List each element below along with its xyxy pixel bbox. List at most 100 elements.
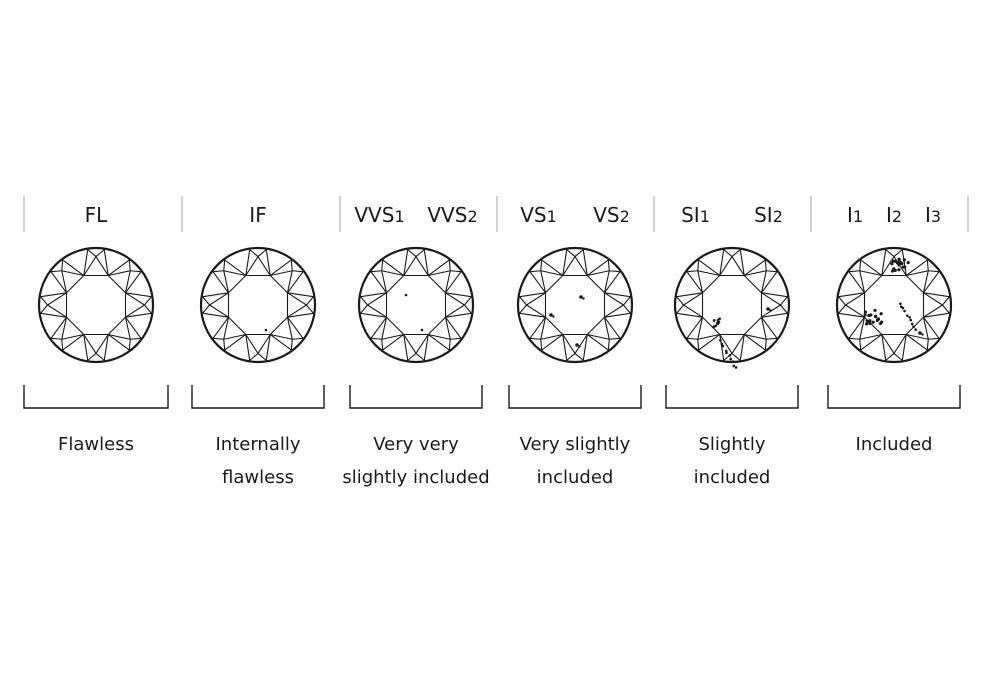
inclusion-dot bbox=[906, 260, 910, 265]
inclusion-dot bbox=[902, 258, 906, 262]
girdle-facet-edge bbox=[448, 259, 451, 271]
kite-facet-edge bbox=[360, 292, 387, 298]
inclusion-heavy-cluster bbox=[863, 308, 884, 326]
girdle-facet-edge bbox=[566, 249, 576, 257]
star-facet-edge bbox=[444, 270, 451, 293]
kite-facet-edge bbox=[761, 312, 788, 318]
kite-facet-edge bbox=[739, 334, 745, 361]
star-facet-edge bbox=[125, 292, 145, 306]
star-facet-edge bbox=[381, 333, 404, 340]
inclusion-pinpoint bbox=[404, 293, 408, 297]
inclusion-dot bbox=[712, 319, 716, 322]
grade-sub: 1 bbox=[853, 207, 863, 226]
star-facet-edge bbox=[47, 292, 67, 306]
kite-facet-edge bbox=[360, 312, 387, 318]
star-facet-edge bbox=[381, 270, 404, 277]
grade-label: VS2 bbox=[593, 203, 630, 227]
star-facet-edge bbox=[287, 292, 307, 306]
star-facet-edge bbox=[604, 304, 624, 318]
kite-facet-edge bbox=[604, 316, 621, 339]
girdle-facet-edge bbox=[686, 270, 698, 273]
star-facet-edge bbox=[270, 333, 293, 340]
girdle-facet-edge bbox=[144, 304, 152, 314]
inclusion-dot bbox=[732, 364, 736, 368]
kite-facet-edge bbox=[125, 316, 142, 339]
clarity-description: Flawless bbox=[58, 434, 134, 455]
girdle-facet-edge bbox=[370, 337, 382, 340]
inclusion-dot bbox=[575, 343, 581, 348]
kite-facet-edge bbox=[848, 271, 865, 294]
diamond-icon bbox=[37, 246, 155, 364]
grade-sub: 2 bbox=[892, 207, 902, 226]
inclusion-dot bbox=[868, 319, 872, 323]
girdle-facet-edge bbox=[848, 337, 860, 340]
kite-facet-edge bbox=[719, 334, 725, 361]
clarity-description: included bbox=[537, 467, 614, 488]
inclusion-dot bbox=[897, 262, 901, 266]
star-facet-edge bbox=[403, 256, 417, 276]
girdle-facet-edge bbox=[529, 270, 541, 273]
star-facet-edge bbox=[587, 333, 610, 340]
star-facet-edge bbox=[697, 270, 704, 293]
star-facet-edge bbox=[922, 317, 929, 340]
kite-facet-edge bbox=[62, 334, 85, 351]
star-facet-edge bbox=[223, 333, 246, 340]
star-facet-edge bbox=[286, 317, 293, 340]
kite-facet-edge bbox=[686, 271, 703, 294]
girdle-facet-edge bbox=[623, 296, 631, 306]
inclusion-cluster bbox=[712, 317, 721, 329]
star-facet-edge bbox=[906, 270, 929, 277]
kite-facet-edge bbox=[519, 292, 546, 298]
inclusion-dot bbox=[890, 262, 894, 266]
girdle-facet-edge bbox=[202, 304, 210, 314]
kite-facet-edge bbox=[125, 271, 142, 294]
girdle-facet-edge bbox=[780, 296, 788, 306]
inclusion-dot bbox=[879, 312, 883, 316]
inclusion-dot bbox=[908, 315, 911, 319]
inclusion-dot bbox=[766, 307, 772, 312]
girdle-outline bbox=[835, 246, 953, 364]
star-facet-edge bbox=[287, 304, 307, 318]
star-facet-edge bbox=[731, 256, 745, 276]
star-facet-edge bbox=[95, 256, 109, 276]
star-facet-edge bbox=[744, 333, 767, 340]
clarity-description: Very slightly bbox=[520, 434, 631, 455]
girdle-facet-edge bbox=[415, 353, 425, 361]
star-facet-edge bbox=[923, 292, 943, 306]
star-facet-edge bbox=[223, 270, 230, 293]
inclusion-dot bbox=[863, 310, 868, 314]
girdle-facet-edge bbox=[540, 339, 543, 351]
star-facet-edge bbox=[683, 292, 703, 306]
kite-facet-edge bbox=[881, 249, 887, 276]
diamond-icon bbox=[673, 246, 791, 369]
star-facet-edge bbox=[83, 256, 97, 276]
girdle-facet-edge bbox=[566, 353, 576, 361]
girdle-facet-edge bbox=[574, 353, 584, 361]
girdle-facet-edge bbox=[144, 296, 152, 306]
girdle-facet-edge bbox=[885, 249, 895, 257]
girdle-facet-edge bbox=[766, 270, 778, 273]
kite-facet-edge bbox=[582, 334, 588, 361]
table-facet-edge bbox=[545, 275, 564, 294]
grade-sub: 1 bbox=[547, 207, 557, 226]
girdle-facet-edge bbox=[529, 337, 541, 340]
kite-facet-edge bbox=[50, 316, 67, 339]
table-facet-edge bbox=[702, 316, 721, 335]
star-facet-edge bbox=[526, 304, 546, 318]
star-facet-edge bbox=[574, 334, 588, 354]
inclusion-dot bbox=[868, 321, 872, 325]
girdle-facet-edge bbox=[223, 339, 226, 351]
inclusion-dot bbox=[766, 307, 770, 311]
star-facet-edge bbox=[415, 256, 429, 276]
grade-base: VVS bbox=[354, 203, 394, 227]
table-facet-edge bbox=[66, 275, 85, 294]
table-facet-edge bbox=[743, 275, 762, 294]
kite-facet-edge bbox=[202, 292, 229, 298]
girdle-facet-edge bbox=[61, 259, 64, 271]
star-facet-edge bbox=[906, 333, 929, 340]
grade-label: VS1 bbox=[520, 203, 557, 227]
